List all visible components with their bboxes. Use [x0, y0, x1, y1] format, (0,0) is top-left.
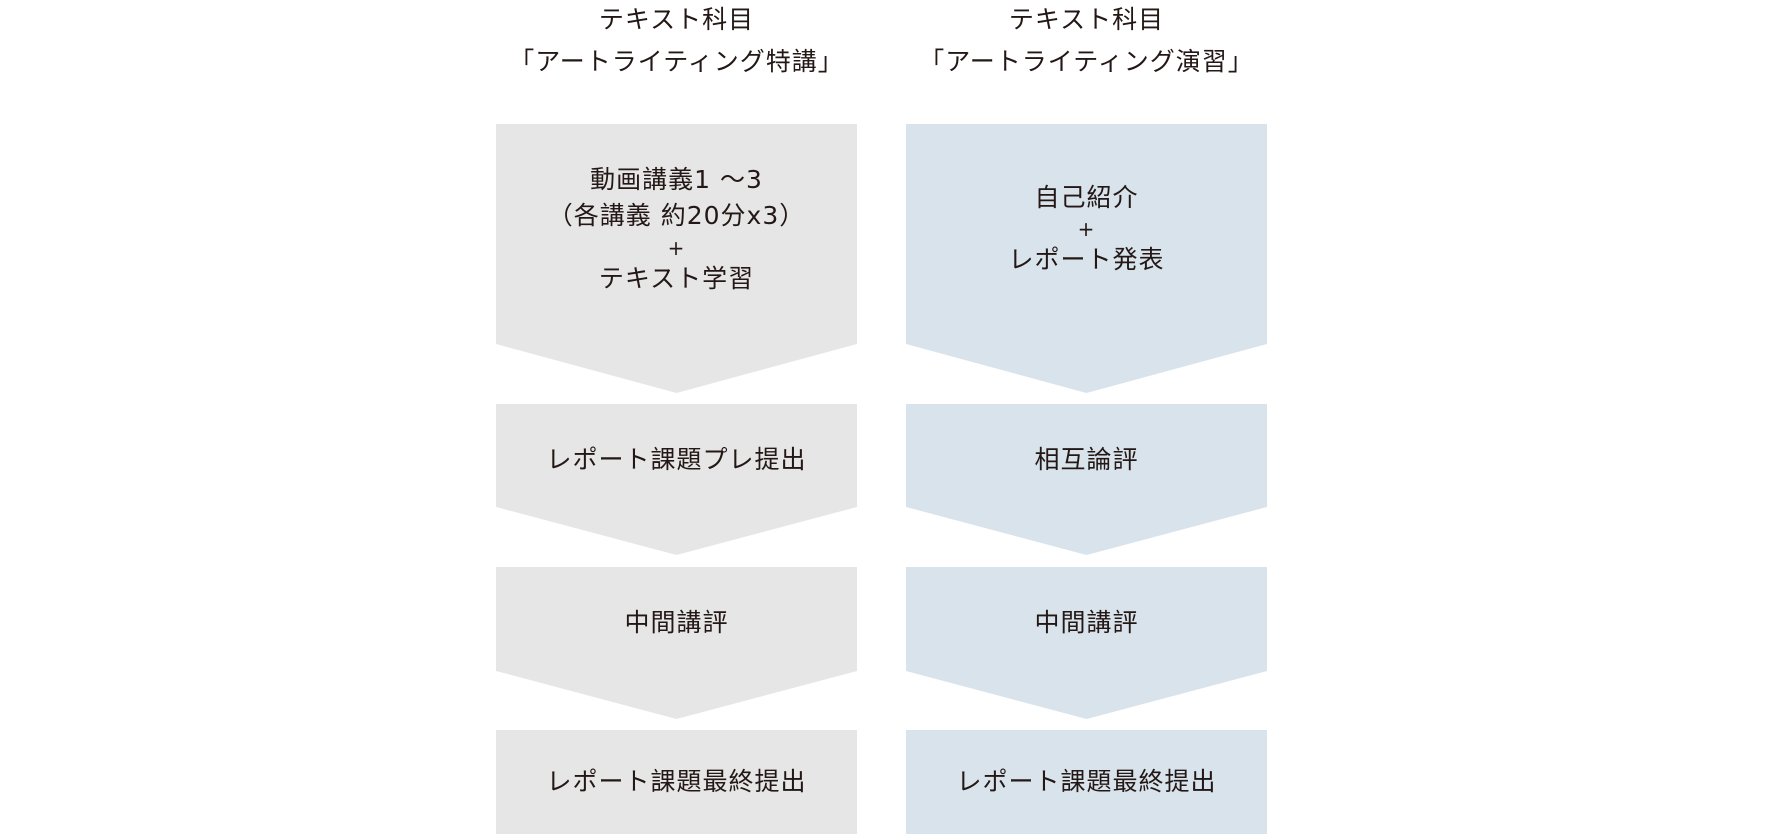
step-report-final-submission: レポート課題最終提出	[906, 730, 1267, 834]
step-text: 動画講義1 ～3	[590, 165, 763, 194]
step-text: レポート発表	[1008, 245, 1165, 275]
column-title: テキスト科目	[1008, 5, 1165, 34]
step-self-introduction: 自己紹介 + レポート発表	[906, 124, 1267, 393]
step-text: （各講義 約20分x3）	[547, 201, 806, 231]
step-text: レポート課題最終提出	[956, 767, 1217, 796]
column-subtitle: 「アートライティング特講」	[509, 47, 844, 76]
step-peer-review: 相互論評	[906, 404, 1267, 555]
step-text: 中間講評	[1034, 608, 1139, 637]
column-title: テキスト科目	[598, 5, 755, 34]
step-text: レポート課題プレ提出	[546, 445, 807, 474]
step-report-pre-submission: レポート課題プレ提出	[496, 404, 857, 555]
step-text: 自己紹介	[1034, 183, 1139, 212]
step-midterm-review: 中間講評	[496, 567, 857, 719]
column-subtitle: 「アートライティング演習」	[919, 47, 1254, 76]
step-video-lectures: 動画講義1 ～3 （各講義 約20分x3） + テキスト学習	[496, 124, 857, 393]
step-text: 中間講評	[624, 608, 729, 637]
step-text: レポート課題最終提出	[546, 767, 807, 796]
step-text: 相互論評	[1034, 445, 1139, 474]
step-midterm-review: 中間講評	[906, 567, 1267, 719]
step-report-final-submission: レポート課題最終提出	[496, 730, 857, 834]
plus-sign: +	[1077, 217, 1096, 242]
plus-sign: +	[667, 235, 686, 260]
step-text: テキスト学習	[598, 263, 755, 293]
